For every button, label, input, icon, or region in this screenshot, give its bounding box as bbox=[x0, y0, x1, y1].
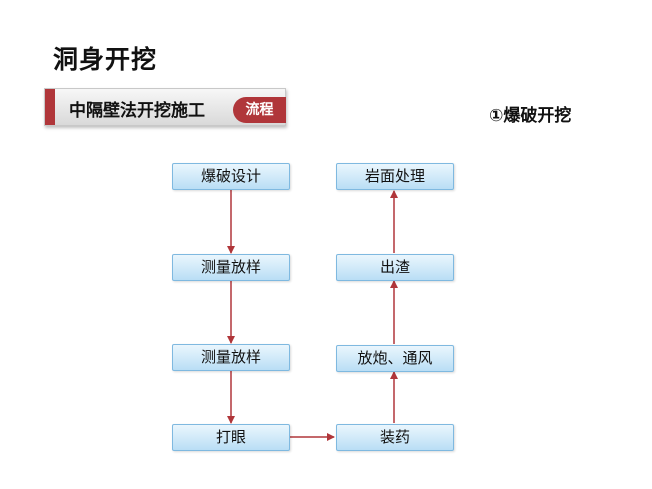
flow-node-blast-design: 爆破设计 bbox=[172, 163, 290, 190]
flow-node-mucking: 出渣 bbox=[336, 254, 454, 281]
banner-label: 中隔壁法开挖施工 bbox=[69, 101, 205, 121]
flow-node-rock-treatment: 岩面处理 bbox=[336, 163, 454, 190]
section-subtitle: ①爆破开挖 bbox=[489, 106, 572, 126]
flow-node-drilling: 打眼 bbox=[172, 424, 290, 451]
flow-node-blasting-ventilation: 放炮、通风 bbox=[336, 345, 454, 372]
process-badge: 流程 bbox=[233, 97, 286, 123]
banner-accent-bar bbox=[45, 89, 55, 125]
flow-node-charging: 装药 bbox=[336, 424, 454, 451]
flow-node-survey-2: 测量放样 bbox=[172, 344, 290, 371]
flow-node-survey-1: 测量放样 bbox=[172, 254, 290, 281]
page-title: 洞身开挖 bbox=[53, 45, 158, 74]
